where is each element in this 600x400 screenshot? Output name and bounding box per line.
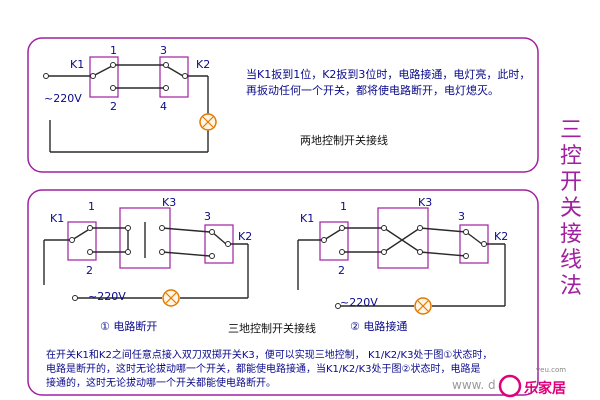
- left-k1-box: [67, 221, 97, 261]
- bottom-panel-frame: [27, 189, 539, 396]
- top-pos3-label: 3: [160, 44, 167, 57]
- left-voltage-label: ~220V: [88, 290, 126, 303]
- top-source-terminal: [43, 73, 49, 79]
- right-caption: ② 电路接通: [350, 320, 408, 333]
- center-caption: 三地控制开关接线: [228, 322, 316, 335]
- left-terminals: [69, 225, 231, 301]
- top-caption: 两地控制开关接线: [300, 134, 388, 147]
- left-wires: [43, 222, 249, 299]
- top-pos4-label: 4: [160, 100, 167, 113]
- right-pos2-label: 2: [338, 264, 345, 277]
- watermark-logo-icon: [498, 374, 522, 398]
- desc-line2: 电路是断开的，这时无论拔动哪一个开关，都能使电路接通，当K1/K2/K3处于图②…: [46, 364, 481, 375]
- right-pos1-label: 1: [340, 200, 347, 213]
- top-voltage-label: ~220V: [44, 92, 82, 105]
- top-pos2-label: 2: [110, 100, 117, 113]
- right-k3-box: [377, 207, 429, 269]
- left-k1-label: K1: [50, 212, 65, 225]
- right-wires: [297, 227, 506, 307]
- k2-switch-box: [159, 56, 189, 98]
- right-k3-label: K3: [418, 196, 433, 209]
- top-pos1-label: 1: [110, 44, 117, 57]
- right-k1-box: [319, 221, 349, 261]
- top-panel-frame: [27, 37, 539, 173]
- top-note-line1: 当K1扳到1位，K2扳到3位时，电路接通，电灯亮，此时，: [246, 68, 531, 81]
- left-k3-label: K3: [162, 196, 177, 209]
- watermark-site: www. d: [452, 378, 496, 392]
- right-k2-label: K2: [494, 230, 509, 243]
- k1-switch-box: [89, 56, 119, 98]
- desc-line3: 接通的，这时无论拔动哪一个开关都能使电路断开。: [46, 378, 276, 389]
- title-char: 三: [559, 118, 582, 143]
- title-char: 接: [559, 222, 582, 247]
- watermark-logo-small: veu.com: [536, 366, 567, 374]
- title-char: 法: [559, 274, 582, 299]
- left-pos1-label: 1: [88, 200, 95, 213]
- left-pos3-label: 3: [204, 210, 211, 223]
- left-k2-label: K2: [238, 230, 253, 243]
- left-caption: ① 电路断开: [100, 320, 158, 333]
- right-k1-label: K1: [300, 212, 315, 225]
- right-terminals: [321, 225, 487, 309]
- left-pos2-label: 2: [86, 264, 93, 277]
- vertical-title: 三 控 开 关 接 线 法: [556, 118, 586, 300]
- left-k3-box: [119, 207, 171, 269]
- top-note-line2: 再扳动任何一个开关，都将使电路断开，电灯熄灭。: [246, 84, 499, 97]
- top-wires: [46, 64, 209, 153]
- top-k1-label: K1: [70, 58, 85, 71]
- top-k2-label: K2: [196, 58, 211, 71]
- right-voltage-label: ~220V: [340, 296, 378, 309]
- watermark-logo-text: 乐家居: [524, 381, 566, 397]
- desc-line1: 在开关K1和K2之间任意点接入双刀双掷开关K3，便可以实现三地控制， K1/K2…: [46, 350, 493, 361]
- title-char: 关: [559, 196, 582, 221]
- title-char: 线: [559, 248, 582, 273]
- title-char: 开: [559, 170, 582, 195]
- top-terminals: [90, 62, 188, 91]
- title-char: 控: [559, 144, 582, 169]
- right-pos3-label: 3: [458, 210, 465, 223]
